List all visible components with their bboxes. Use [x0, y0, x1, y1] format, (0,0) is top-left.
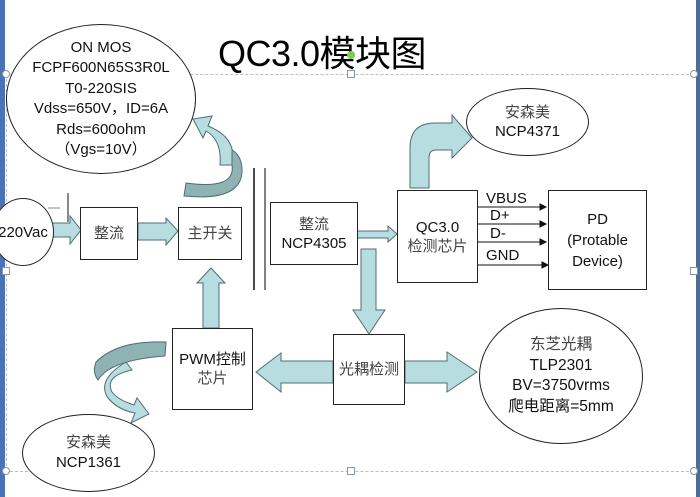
- arrow-pwm-to-switch: [195, 267, 227, 329]
- qc3-detect-chip-block[interactable]: QC3.0 检测芯片: [397, 190, 478, 283]
- arrow-qc-to-ncp4371: [409, 113, 473, 189]
- toshiba-creepage: 爬电距离=5mm: [508, 397, 614, 415]
- signal-arrowhead-dminus: [539, 238, 548, 246]
- resize-handle-bottom-middle[interactable]: [347, 467, 355, 475]
- arrow-pwm-to-ncp1361-tail: [93, 341, 167, 381]
- signal-label-vbus: VBUS: [486, 190, 527, 207]
- main-switch-block[interactable]: 主开关: [178, 207, 242, 260]
- pwm-label-1-text: PWM控制: [179, 351, 246, 368]
- ncp4371-callout[interactable]: 安森美 NCP4371: [466, 88, 589, 156]
- signal-label-dplus: D+: [490, 207, 510, 224]
- arrow-ncp4305-to-qc: [356, 224, 398, 244]
- resize-handle-top-middle[interactable]: [347, 70, 355, 78]
- signal-label-gnd: GND: [486, 247, 520, 264]
- arrow-ncp4305-to-opto: [352, 248, 386, 335]
- pd-label-3: Device): [572, 252, 623, 270]
- resize-handle-top-left[interactable]: [2, 70, 10, 78]
- resize-handle-left-middle[interactable]: [2, 267, 10, 275]
- signal-arrowhead-dplus: [539, 220, 548, 228]
- input-220vac-circle[interactable]: 220Vac: [0, 198, 54, 266]
- mos-info-line: FCPF600N65S3R0L: [32, 59, 170, 76]
- ncp1361-part: NCP1361: [55, 454, 122, 471]
- mos-info-ellipse[interactable]: ON MOS FCPF600N65S3R0L T0-220SIS Vdss=65…: [6, 24, 196, 174]
- resize-handle-bottom-left[interactable]: [2, 467, 10, 475]
- arrow-pwm-to-ncp1361: [104, 361, 150, 425]
- toshiba-part: TLP2301: [529, 356, 593, 374]
- main-switch-label: 主开关: [187, 225, 233, 242]
- arrow-input-to-rectifier: [51, 214, 82, 246]
- arrow-opto-to-pwm: [255, 351, 334, 394]
- mos-info-line: ON MOS: [70, 38, 132, 56]
- pd-label-2: (Protable: [567, 231, 628, 249]
- toshiba-bv: BV=3750vrms: [512, 377, 610, 394]
- signal-label-dminus: D-: [490, 225, 506, 242]
- arrow-switch-to-mos-info-tail: [183, 149, 243, 198]
- pd-label-1: PD: [587, 210, 608, 228]
- toshiba-vendor: 东芝光耦: [529, 336, 592, 353]
- pwm-label-1: PWM控制: [179, 350, 246, 369]
- qc3-chip-label-1: QC3.0: [415, 218, 460, 236]
- mos-info-line: Rds=600ohm: [56, 120, 146, 138]
- ncp1361-callout[interactable]: 安森美 NCP1361: [22, 414, 155, 492]
- sync-rectifier-label-2: NCP4305: [281, 234, 347, 252]
- diagram-title[interactable]: QC3.0模块图: [218, 33, 427, 74]
- rotation-handle[interactable]: [347, 51, 355, 59]
- sync-rectifier-block[interactable]: 整流 NCP4305: [270, 202, 358, 265]
- opto-detect-label: 光耦检测: [338, 361, 399, 378]
- mos-info-line: Vdss=650V，ID=6A: [33, 100, 169, 117]
- pd-device-block[interactable]: PD (Protable Device): [548, 190, 647, 290]
- signal-arrowhead-vbus: [539, 203, 548, 211]
- pwm-control-chip-block[interactable]: PWM控制 芯片: [172, 328, 253, 410]
- resize-handle-top-right[interactable]: [690, 70, 698, 78]
- rectifier-label: 整流: [93, 225, 124, 242]
- mos-info-line: T0-220SIS: [65, 79, 137, 97]
- rectifier-block[interactable]: 整流: [80, 207, 138, 260]
- arrow-switch-to-mos-info: [192, 115, 234, 166]
- ncp4371-part: NCP4371: [494, 123, 561, 140]
- input-label: 220Vac: [0, 223, 48, 241]
- resize-handle-right-middle[interactable]: [690, 267, 698, 275]
- slide-right-edge: [696, 0, 700, 497]
- opto-detect-block[interactable]: 光耦检测: [333, 334, 405, 405]
- sync-rectifier-label-1: 整流: [298, 215, 329, 233]
- toshiba-opto-callout[interactable]: 东芝光耦 TLP2301 BV=3750vrms 爬电距离=5mm: [479, 308, 643, 444]
- mos-info-line: （Vgs=10V）: [55, 141, 147, 158]
- ncp1361-vendor: 安森美: [65, 434, 111, 451]
- arrow-opto-to-toshiba: [404, 351, 478, 393]
- signal-arrowhead-gnd: [541, 261, 550, 269]
- pwm-label-2: 芯片: [197, 370, 228, 387]
- arrow-rectifier-to-switch: [137, 216, 179, 247]
- qc3-chip-label-2: 检测芯片: [407, 237, 468, 255]
- resize-handle-bottom-right[interactable]: [690, 467, 698, 475]
- ncp4371-vendor: 安森美: [504, 104, 550, 121]
